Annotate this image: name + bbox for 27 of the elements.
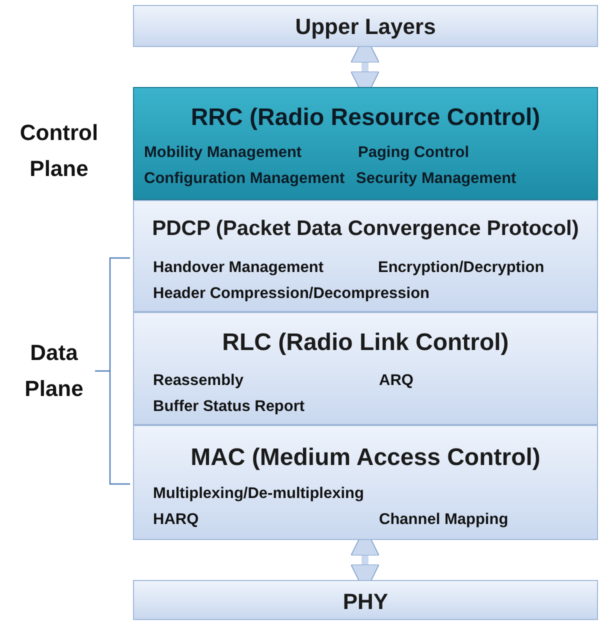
function-label: HARQ	[153, 511, 199, 529]
function-label: Channel Mapping	[379, 511, 508, 529]
layer-box	[133, 580, 598, 620]
layer-title: PHY	[342, 589, 390, 615]
function-label: Buffer Status Report	[153, 398, 305, 416]
layer-box	[133, 5, 598, 47]
function-label: Multiplexing/De-multiplexing	[153, 485, 364, 503]
plane-label: Data Plane	[24, 339, 84, 403]
layer-box	[133, 312, 598, 425]
plane-label: Control Plane	[18, 119, 100, 183]
function-label: Header Compression/Decompression	[153, 285, 430, 303]
function-label: Handover Management	[153, 259, 324, 277]
layer-box	[133, 425, 598, 540]
function-label: Paging Control	[358, 144, 470, 162]
function-label: Security Management	[356, 170, 516, 188]
function-label: Reassembly	[153, 372, 244, 390]
layer-title: RRC (Radio Resource Control)	[190, 104, 542, 132]
function-label: Encryption/Decryption	[378, 259, 544, 277]
layer-title: Upper Layers	[294, 14, 437, 40]
function-label: ARQ	[379, 372, 414, 390]
layer-box	[133, 87, 598, 200]
layer-title: PDCP (Packet Data Convergence Protocol)	[151, 217, 580, 241]
layer-title: RLC (Radio Link Control)	[221, 329, 510, 357]
function-label: Configuration Management	[144, 170, 345, 188]
layer-box	[133, 200, 598, 312]
layer-title: MAC (Medium Access Control)	[190, 444, 542, 472]
function-label: Mobility Management	[144, 144, 302, 162]
